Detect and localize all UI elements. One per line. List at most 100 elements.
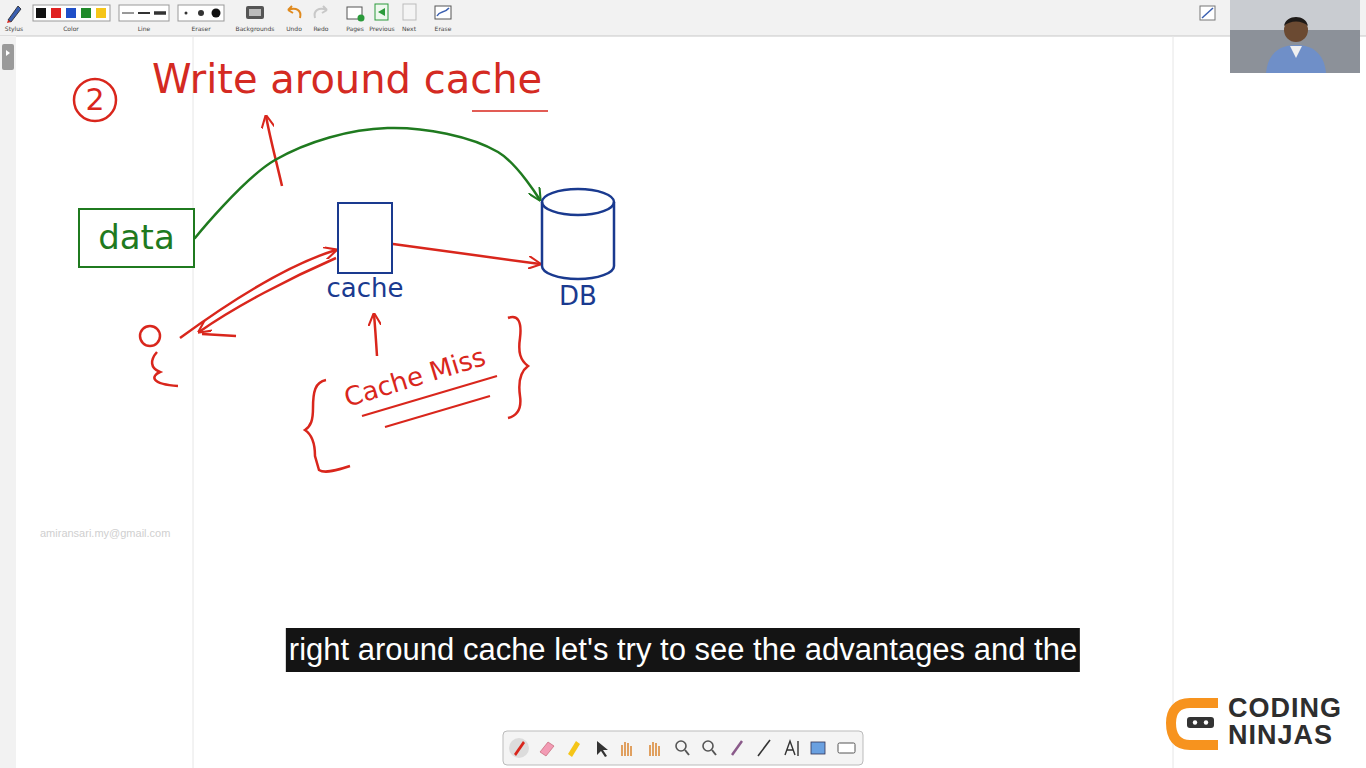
cylinder-outline	[538, 186, 618, 282]
annotation: Cache Miss	[341, 342, 489, 413]
page-margin	[193, 36, 194, 768]
box-label: data	[98, 218, 175, 257]
user-figure	[152, 352, 178, 386]
zoom-tool	[676, 741, 686, 751]
connector-arrow	[195, 128, 540, 238]
diagram-title: Write around cache	[152, 56, 542, 102]
toolbar-label: Line	[114, 25, 174, 33]
highlighter-tool	[568, 741, 580, 757]
step-number: 2	[85, 83, 104, 118]
color-swatch	[96, 8, 106, 18]
previous-icon	[378, 8, 385, 16]
board-icon	[1202, 8, 1213, 18]
step-number-circle: 2	[72, 77, 118, 123]
eraser-size	[212, 9, 221, 18]
database-cylinder: DB	[538, 186, 618, 312]
toolbar-label: Previous	[352, 25, 412, 33]
logo-mark	[1171, 703, 1218, 745]
toolbar-label: Eraser	[171, 25, 231, 33]
line-panel	[119, 5, 169, 21]
data-box: data	[78, 208, 195, 268]
stylus-tip	[7, 20, 11, 23]
toolbar-label: Color	[41, 25, 101, 33]
pointer-arrow	[266, 116, 282, 186]
toolbar-label: Backgrounds	[225, 25, 285, 33]
color-swatch	[66, 8, 76, 18]
stylus-icon	[8, 6, 21, 22]
eraser-size	[198, 10, 204, 16]
side-handle	[6, 50, 10, 56]
leader-arrow	[374, 314, 377, 356]
zoom-tool	[685, 750, 689, 755]
toolbar-border	[0, 36, 1366, 37]
webcam-person	[1290, 46, 1302, 58]
webcam-person	[1284, 17, 1308, 26]
circle-outline	[74, 79, 116, 121]
marker-tool	[732, 741, 742, 755]
board-icon	[1200, 6, 1215, 20]
shape-tool	[811, 742, 825, 754]
box-label: DB	[559, 282, 597, 312]
connector-arrow	[393, 244, 540, 264]
color-swatch	[81, 8, 91, 18]
webcam-frame	[1230, 0, 1360, 73]
toolbar-label: Redo	[291, 25, 351, 33]
emphasis-underline	[362, 376, 497, 416]
pages-icon	[358, 15, 365, 22]
cylinder-body	[542, 202, 614, 279]
side-strip	[0, 36, 16, 768]
circle-outline	[72, 77, 118, 123]
eraser-size	[185, 12, 188, 15]
pointer-tool	[597, 741, 608, 757]
box-shape	[337, 202, 393, 274]
undo-icon	[288, 6, 300, 18]
keyboard-tool	[838, 743, 855, 753]
hand-tool	[650, 742, 659, 756]
erase-icon	[437, 8, 449, 16]
webcam-person	[1284, 18, 1308, 42]
line-tool	[758, 740, 770, 756]
tool-active	[509, 738, 529, 758]
request-arrow	[180, 250, 336, 338]
text-tool	[785, 741, 798, 756]
cylinder-top	[542, 189, 614, 215]
color-swatch	[51, 8, 61, 18]
webcam-person	[1266, 45, 1326, 73]
bottom-toolbar	[503, 731, 863, 765]
response-arrow	[202, 334, 236, 336]
redo-icon	[315, 6, 327, 18]
box-label: cache	[327, 274, 404, 304]
page-margin	[1173, 36, 1174, 768]
toolbar-label: Pages	[325, 25, 385, 33]
line-sample	[154, 11, 166, 15]
toolbar-label: Next	[379, 25, 439, 33]
next-icon	[403, 4, 416, 20]
toolbar-label: Undo	[264, 25, 324, 33]
backgrounds-icon	[249, 9, 261, 16]
logo-text: NINJAS	[1228, 721, 1333, 749]
logo-mark	[1187, 717, 1214, 728]
color-swatch	[36, 8, 46, 18]
backgrounds-icon	[246, 6, 264, 19]
pen-tool	[514, 741, 525, 756]
previous-icon	[375, 4, 388, 20]
line-sample	[138, 12, 150, 14]
hand-tool	[622, 742, 631, 756]
logo-mark	[1204, 720, 1208, 724]
zoom-tool	[712, 750, 716, 755]
line-sample	[122, 13, 134, 14]
color-panel	[33, 5, 110, 21]
subtitle: right around cache let's try to see the …	[286, 628, 1080, 672]
side-handle	[2, 44, 14, 70]
curly-brace	[305, 380, 350, 472]
response-arrow	[199, 258, 336, 332]
erase-icon	[435, 6, 451, 19]
logo-mark	[1193, 720, 1197, 724]
watermark: amiransari.my@gmail.com	[40, 527, 170, 539]
toolbar-background	[0, 0, 1366, 36]
eraser-panel	[178, 5, 224, 21]
cache-box: cache	[323, 202, 408, 304]
logo-text: CODING	[1228, 694, 1342, 722]
